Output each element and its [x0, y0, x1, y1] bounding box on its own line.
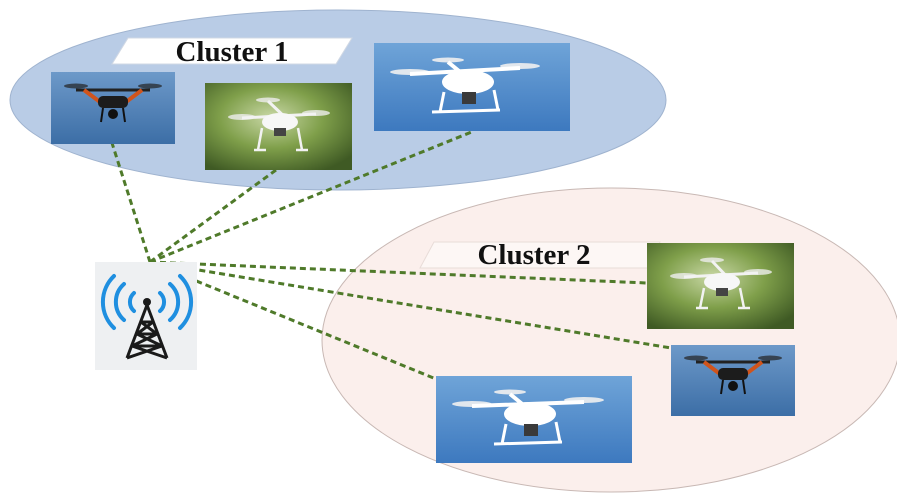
drone-photo-4 [647, 243, 794, 329]
link-to-drone-2 [149, 168, 277, 264]
communication-links [110, 129, 672, 381]
quadcopter-drone-icon [64, 83, 162, 123]
quadcopter-drone-icon [684, 355, 782, 395]
base-station [95, 262, 197, 370]
quadcopter-drone-icon [228, 97, 330, 152]
drone-photo-5 [671, 345, 795, 416]
link-to-drone-3 [149, 129, 475, 264]
cluster-2-label: Cluster 2 [477, 239, 590, 271]
link-to-drone-6 [149, 260, 437, 381]
drone-photo-6 [436, 376, 632, 463]
link-to-drone-1 [110, 142, 152, 263]
quadcopter-drone-icon [390, 57, 540, 114]
cluster-2-label-box: Cluster 2 [419, 239, 661, 271]
link-to-drone-4 [149, 260, 648, 285]
cluster-1-label-box: Cluster 1 [111, 36, 353, 68]
cluster-1-label: Cluster 1 [175, 36, 288, 68]
quadcopter-drone-icon [670, 257, 772, 310]
cell-tower-icon [100, 274, 194, 360]
drone-photo-2 [205, 83, 352, 170]
quadcopter-drone-icon [452, 389, 604, 446]
link-to-drone-5 [149, 260, 672, 350]
drone-photo-1 [51, 72, 175, 144]
drone-photo-3 [374, 43, 570, 131]
